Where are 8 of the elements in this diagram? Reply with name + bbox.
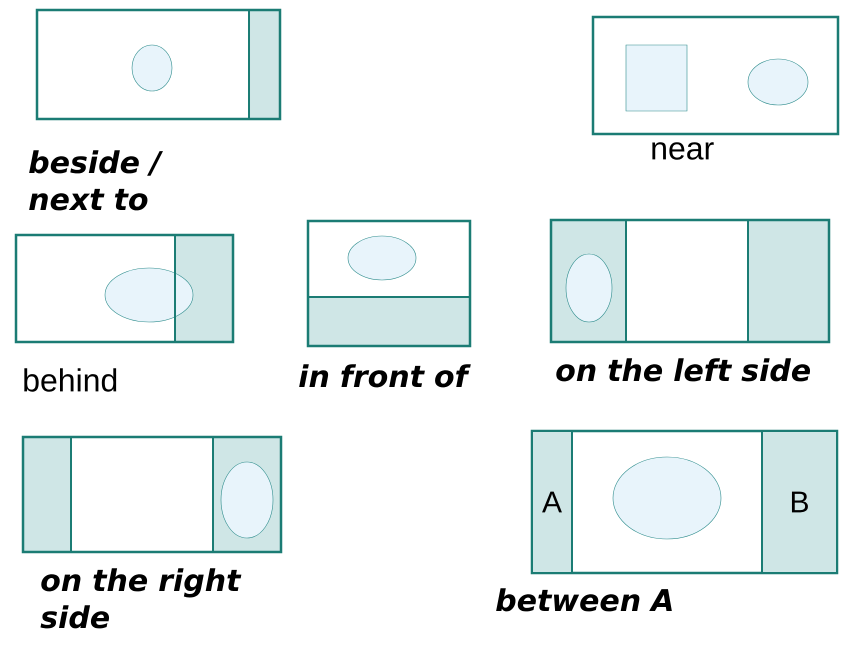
caption: behind — [24, 368, 116, 392]
caption: on the right side — [40, 568, 242, 628]
caption: beside / next to — [29, 150, 163, 210]
side-band: A — [531, 430, 573, 574]
side-band: B — [761, 430, 838, 574]
caption: on the left side — [556, 358, 810, 382]
caption: near — [652, 142, 714, 160]
caption: in front of — [299, 364, 471, 388]
